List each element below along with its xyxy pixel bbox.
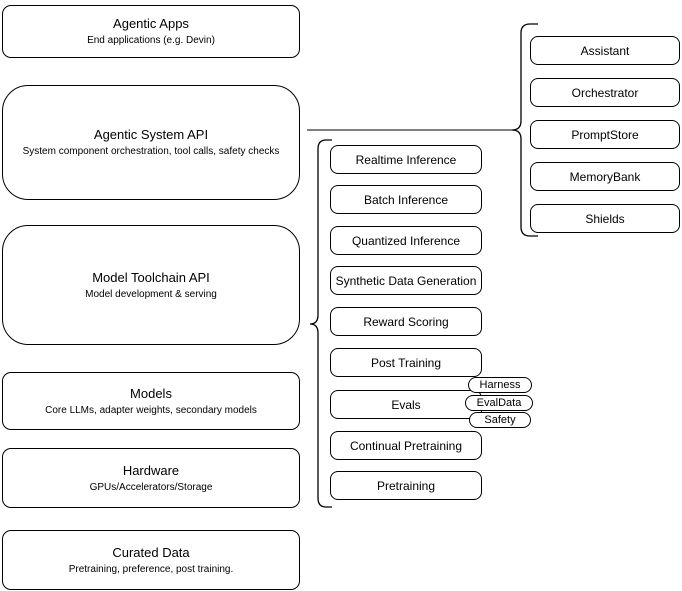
node-orchestrator: Orchestrator (530, 78, 680, 107)
node-continual-pretraining: Continual Pretraining (330, 431, 482, 460)
node-evals: Evals (330, 390, 482, 419)
node-post-training: Post Training (330, 348, 482, 377)
node-synthetic-data-generation: Synthetic Data Generation (330, 266, 482, 295)
node-model-toolchain-api: Model Toolchain API Model development & … (2, 225, 300, 345)
node-quantized-inference: Quantized Inference (330, 226, 482, 255)
node-title: Agentic System API (93, 127, 209, 142)
node-title: Curated Data (112, 544, 190, 560)
node-shields: Shields (530, 204, 680, 233)
node-assistant: Assistant (530, 36, 680, 65)
node-title: Agentic Apps (113, 16, 189, 31)
node-title: Model Toolchain API (92, 269, 210, 285)
node-subtitle: GPUs/Accelerators/Storage (89, 481, 213, 493)
node-hardware: Hardware GPUs/Accelerators/Storage (2, 448, 300, 508)
node-agentic-apps: Agentic Apps End applications (e.g. Devi… (2, 5, 300, 58)
node-models: Models Core LLMs, adapter weights, secon… (2, 372, 300, 430)
node-agentic-system-api: Agentic System API System component orch… (2, 85, 300, 200)
node-subtitle: End applications (e.g. Devin) (87, 35, 215, 46)
node-realtime-inference: Realtime Inference (330, 145, 482, 174)
node-batch-inference: Batch Inference (330, 185, 482, 214)
node-title: Models (130, 385, 172, 401)
node-eval-harness: Harness (468, 377, 532, 393)
node-subtitle: System component orchestration, tool cal… (22, 146, 280, 157)
node-promptstore: PromptStore (530, 120, 680, 149)
node-pretraining: Pretraining (330, 471, 482, 500)
node-eval-safety: Safety (469, 412, 531, 428)
toolchain-brace (309, 139, 332, 508)
node-subtitle: Model development & serving (85, 288, 217, 300)
node-title: Hardware (122, 462, 180, 478)
node-subtitle: Pretraining, preference, post training. (68, 563, 234, 575)
node-memorybank: MemoryBank (530, 162, 680, 191)
node-subtitle: Core LLMs, adapter weights, secondary mo… (45, 404, 257, 416)
node-reward-scoring: Reward Scoring (330, 307, 482, 336)
node-curated-data: Curated Data Pretraining, preference, po… (2, 530, 300, 590)
node-eval-evaldata: EvalData (465, 395, 533, 411)
